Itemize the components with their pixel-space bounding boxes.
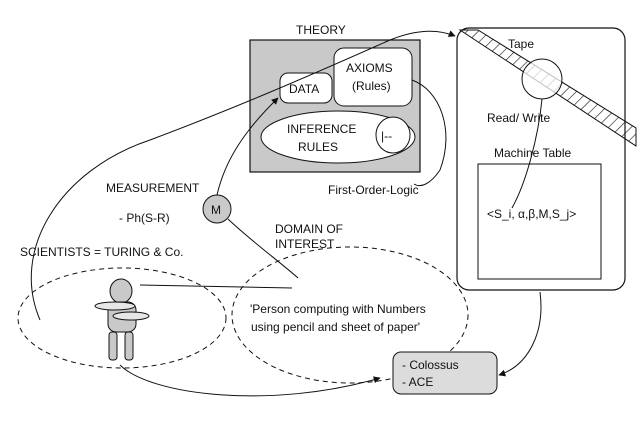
machine-table-entry: <S_i, α,β,M,S_j>: [487, 207, 576, 221]
measurement-formula: - Ph(S-R): [119, 211, 170, 225]
domain-label: DOMAIN OF: [275, 222, 343, 236]
theory-title: THEORY: [296, 23, 346, 37]
ace-label: - ACE: [402, 375, 433, 389]
rules-label: RULES: [298, 140, 338, 154]
read-write-head-circle: [521, 58, 563, 100]
inference-rules-ellipse: [260, 110, 416, 164]
domain-desc-line1: 'Person computing with Numbers: [250, 302, 426, 316]
person-figure: [94, 278, 150, 361]
domain-ellipse: [231, 246, 469, 384]
computers-box: [392, 351, 498, 395]
person-to-computers-arrow: [119, 364, 381, 397]
domain-desc-line2: using pencil and sheet of paper': [251, 320, 420, 334]
measurement-label: MEASUREMENT: [106, 181, 200, 195]
measurement-to-data-arrow: [216, 97, 279, 196]
data-label: DATA: [289, 82, 319, 96]
first-order-logic-label: First-Order-Logic: [328, 183, 419, 197]
logic-link-curve: [411, 79, 447, 187]
read-write-label: Read/ Write: [487, 111, 550, 125]
scientists-label: SCIENTISTS = TURING & Co.: [20, 245, 183, 259]
scientists-to-tape-arrow: [30, 30, 456, 321]
measurement-node-label: M: [211, 203, 221, 217]
scientists-link-line: [139, 284, 293, 289]
interest-label: INTEREST: [275, 237, 335, 251]
tape-label: Tape: [508, 37, 534, 51]
measurement-to-domain-link: [227, 218, 299, 279]
axioms-label: AXIOMS: [346, 61, 393, 75]
machine-to-computers-arrow: [498, 291, 542, 377]
scientists-ellipse: [17, 267, 227, 369]
turnstile-circle: [375, 116, 411, 154]
head-to-table-curve: [511, 98, 543, 209]
axioms-box: [333, 47, 413, 107]
axioms-rules-label: (Rules): [352, 79, 391, 93]
machine-table-box: [477, 163, 602, 280]
colossus-label: - Colossus: [402, 358, 459, 372]
inference-label: INFERENCE: [287, 122, 356, 136]
turnstile-symbol: |--: [381, 129, 392, 143]
